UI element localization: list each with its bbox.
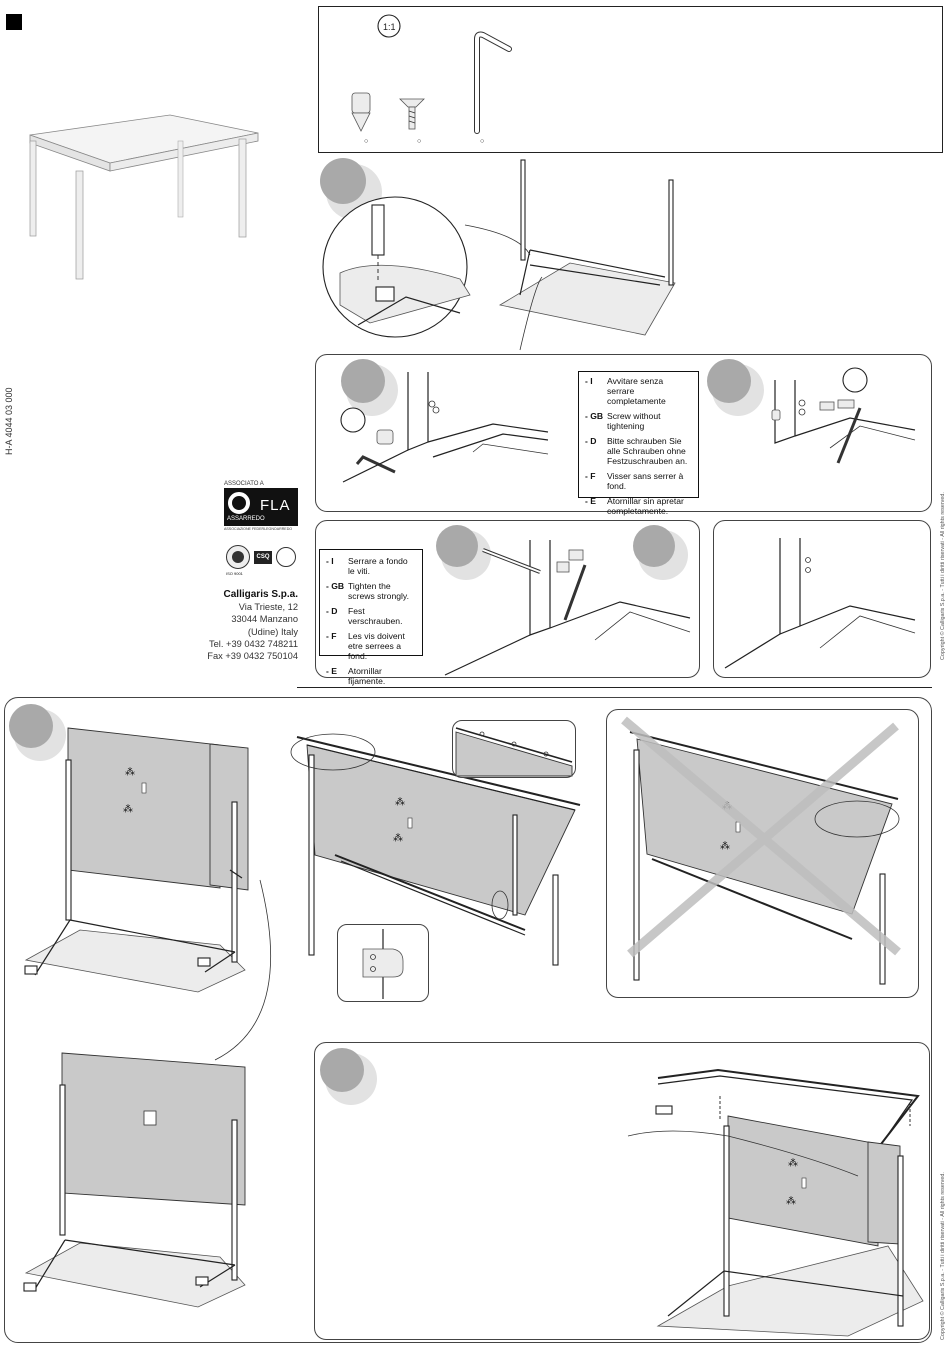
step-marker-3b — [633, 525, 675, 567]
step-marker-5 — [320, 1048, 364, 1092]
svg-text:⁂: ⁂ — [395, 797, 405, 808]
svg-text:⁂: ⁂ — [123, 804, 133, 815]
scale-badge-icon: 1:1 — [377, 14, 401, 38]
association-logo: ASSOCIATO A FLA ASSARREDO ASSOCIAZIONE F… — [224, 481, 298, 537]
step2-right-drawing — [771, 367, 916, 464]
step-marker-1 — [320, 158, 366, 204]
logo-block: FLA ASSARREDO — [224, 488, 298, 526]
csq-badge: CSQ — [254, 551, 272, 564]
iqnet-badge-icon — [276, 547, 296, 567]
company-region: (Udine) Italy — [247, 626, 298, 637]
logo-swirl-icon — [228, 492, 250, 514]
iso-badge-label: ISO 9001 — [226, 571, 243, 576]
bracket-detail-icon — [362, 929, 404, 999]
step-marker-2a — [341, 359, 385, 403]
step-marker-4 — [9, 704, 53, 748]
page-marker — [6, 14, 22, 30]
allen-key-icon — [474, 31, 512, 134]
company-address: Calligaris S.p.a. Via Trieste, 12 33044 … — [200, 589, 298, 662]
svg-text:⁂: ⁂ — [786, 1196, 796, 1207]
company-name: Calligaris S.p.a. — [223, 589, 298, 600]
wrong-orientation-drawing: ⁂ ⁂ — [621, 716, 901, 985]
step4-left-drawing: ⁂ ⁂ — [24, 727, 271, 1061]
cross-mark-icon — [621, 716, 901, 958]
company-city: 33044 Manzano — [231, 614, 298, 625]
foot-insert-icon — [351, 92, 371, 132]
step2-left-drawing — [340, 372, 549, 483]
logo-sub: ASSARREDO — [227, 516, 265, 522]
svg-text:⁂: ⁂ — [125, 767, 135, 778]
step1-drawing — [322, 159, 676, 351]
copyright-bottom: Copyright © Calligaris S.p.a. - Tutti i … — [940, 1172, 946, 1340]
step3-result-panel — [713, 520, 931, 678]
table-illustration — [29, 114, 259, 280]
step3-result-drawing — [724, 538, 916, 669]
step4-middle-drawing: ⁂ ⁂ — [290, 733, 581, 966]
logo-brand: FLA — [260, 497, 291, 514]
svg-text:⁂: ⁂ — [393, 833, 403, 844]
part-label-key: ○ — [480, 138, 485, 145]
company-tel: Tel. +39 0432 748211 — [208, 638, 298, 649]
document-code: H-A 4044 03 000 — [4, 387, 14, 455]
company-street: Via Trieste, 12 — [238, 602, 298, 613]
part-label-foot: ○ — [364, 138, 369, 145]
step4-lower-left-drawing — [23, 1052, 246, 1308]
company-fax: Fax +39 0432 750104 — [207, 651, 298, 662]
detail-zoom-top-drawing — [455, 727, 573, 777]
svg-text:⁂: ⁂ — [720, 841, 730, 852]
cert-badges: ISO 9001 CSQ — [224, 545, 298, 577]
logo-top-text: ASSOCIATO A — [224, 481, 264, 487]
logo-tagline: ASSOCIAZIONE FEDERLEGNOARREDO — [224, 527, 293, 531]
svg-text:1:1: 1:1 — [383, 22, 396, 32]
iso-badge-icon — [226, 545, 250, 569]
svg-text:⁂: ⁂ — [788, 1158, 798, 1169]
copyright-top: Copyright © Calligaris S.p.a. - Tutti i … — [940, 492, 946, 660]
step5-drawing: ⁂ ⁂ — [627, 1068, 924, 1337]
step-marker-3a — [436, 525, 478, 567]
step-marker-2b — [707, 359, 751, 403]
part-label-screw: ○ — [417, 138, 422, 145]
parts-box: 1:1 ○ ○ ○ — [318, 6, 943, 153]
step3-drawing — [444, 540, 691, 676]
section-divider — [297, 687, 932, 688]
screw-icon — [399, 98, 425, 130]
